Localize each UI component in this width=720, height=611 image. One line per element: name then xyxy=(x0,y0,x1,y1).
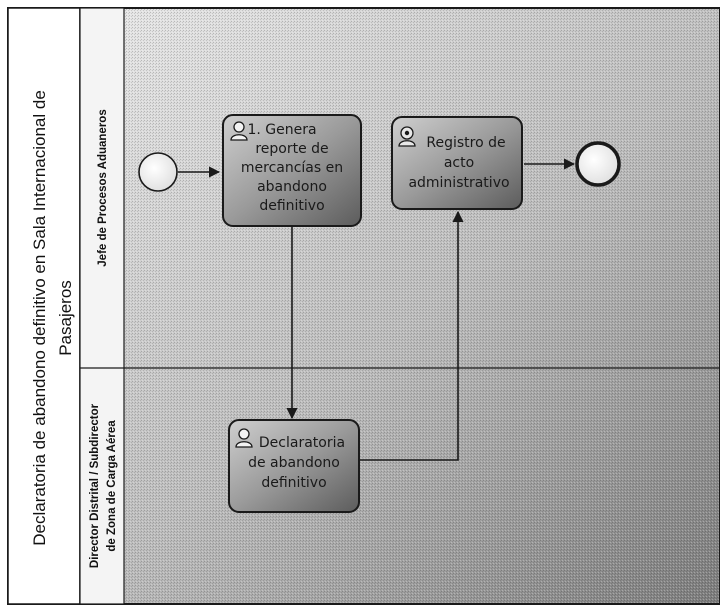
task-registro-acto-line3: administrativo xyxy=(408,175,509,191)
lane-label-director-line1: Director Distrital / Subdirector xyxy=(89,403,101,568)
lane-label-director-line2: de Zona de Carga Aérea xyxy=(106,420,118,552)
pool-header xyxy=(7,7,81,605)
user-icon xyxy=(230,121,248,141)
task-declaratoria[interactable]: Declaratoria de abandono definitivo xyxy=(228,419,360,513)
task-declaratoria-line2: de abandono xyxy=(248,455,340,471)
pool-dither xyxy=(8,8,720,604)
task-genera-reporte-line4: abandono xyxy=(257,179,327,195)
task-registro-acto-line1: Registro de xyxy=(426,135,505,151)
task-declaratoria-line1: Declaratoria xyxy=(259,435,345,451)
pool-title-line1: Declaratoria de abandono definitivo en S… xyxy=(30,90,49,546)
flow-declaratoria-to-registro xyxy=(358,210,464,461)
task-genera-reporte-line1: 1. Genera xyxy=(247,122,316,138)
task-registro-acto-box xyxy=(391,116,523,210)
task-registro-acto-line2: acto xyxy=(444,155,474,171)
end-event[interactable] xyxy=(575,141,621,187)
task-genera-reporte-box xyxy=(222,114,362,227)
task-registro-acto[interactable]: Registro de acto administrativo xyxy=(391,116,523,210)
user-icon xyxy=(235,428,253,448)
task-declaratoria-box xyxy=(228,419,360,513)
task-genera-reporte-line3: mercancías en xyxy=(241,160,343,176)
lane-label-jefe: Jefe de Procesos Aduaneros xyxy=(97,109,109,266)
task-genera-reporte-line5: definitivo xyxy=(259,198,324,214)
lane-label-band xyxy=(79,7,125,605)
service-gear-icon xyxy=(398,126,416,147)
task-genera-reporte-line2: reporte de xyxy=(255,141,328,157)
task-genera-reporte[interactable]: 1. Genera reporte de mercancías en aband… xyxy=(222,114,362,227)
pool-title-line2: Pasajeros xyxy=(56,280,75,356)
task-declaratoria-line3: definitivo xyxy=(261,475,326,491)
start-event[interactable] xyxy=(138,152,178,192)
